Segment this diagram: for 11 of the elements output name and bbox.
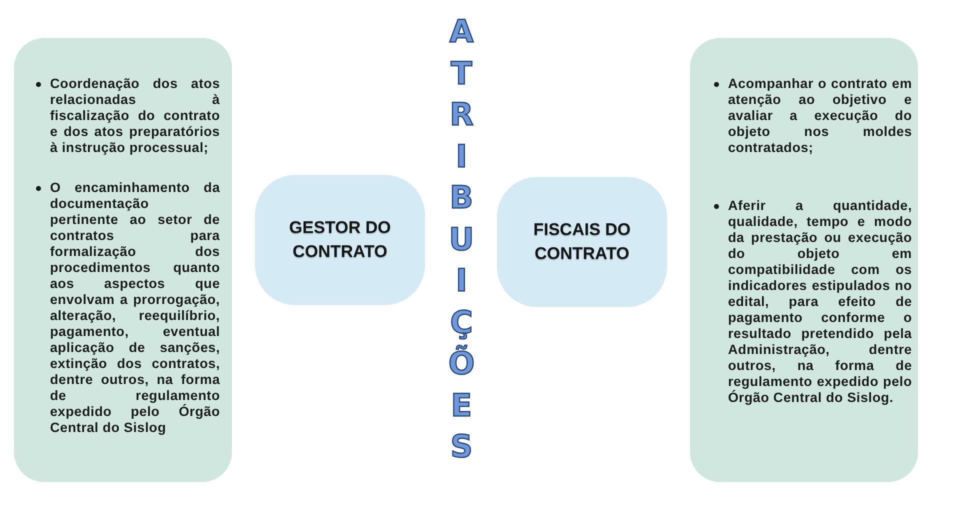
role-title: FISCAIS DO CONTRATO: [532, 219, 632, 265]
bullet-text: Coordenação dos atos relacionadas à fiscalização do contrato e dos atos preparatórios à instrução processual;: [50, 76, 220, 156]
bullet-text: Acompanhar o contrato em atenção ao objetivo e avaliar a execução do objeto nos moldes contratados;: [728, 76, 912, 156]
role-box: [497, 177, 667, 307]
text-panel: [14, 38, 232, 482]
bullet-text: Aferir a quantidade, qualidade, tempo e modo da prestação ou execução do objeto em compatibilidade com os indicadores estipulados no edital, para efeito de pagamento conforme o resultado pretendido pela Administração, dentre outros, na forma de regulamento expedido pelo Órgão Central do Sislog.: [728, 198, 912, 406]
role-title: GESTOR DO CONTRATO: [288, 217, 392, 263]
vertical-title: ATRIBUIÇÕES: [447, 13, 476, 467]
bullet-text: O encaminhamento da documentação pertinente ao setor de contratos para formalização dos procedimentos quanto aos aspectos que envolvam a prorrogação, alteração, reequilíbrio, pagamento, eventual aplicação de sanções, extinção dos contratos, dentre outros, na forma de regulamento expedido pelo Órgão Central do Sislog: [50, 180, 220, 436]
role-box: [255, 175, 425, 305]
text-panel: [690, 38, 918, 482]
